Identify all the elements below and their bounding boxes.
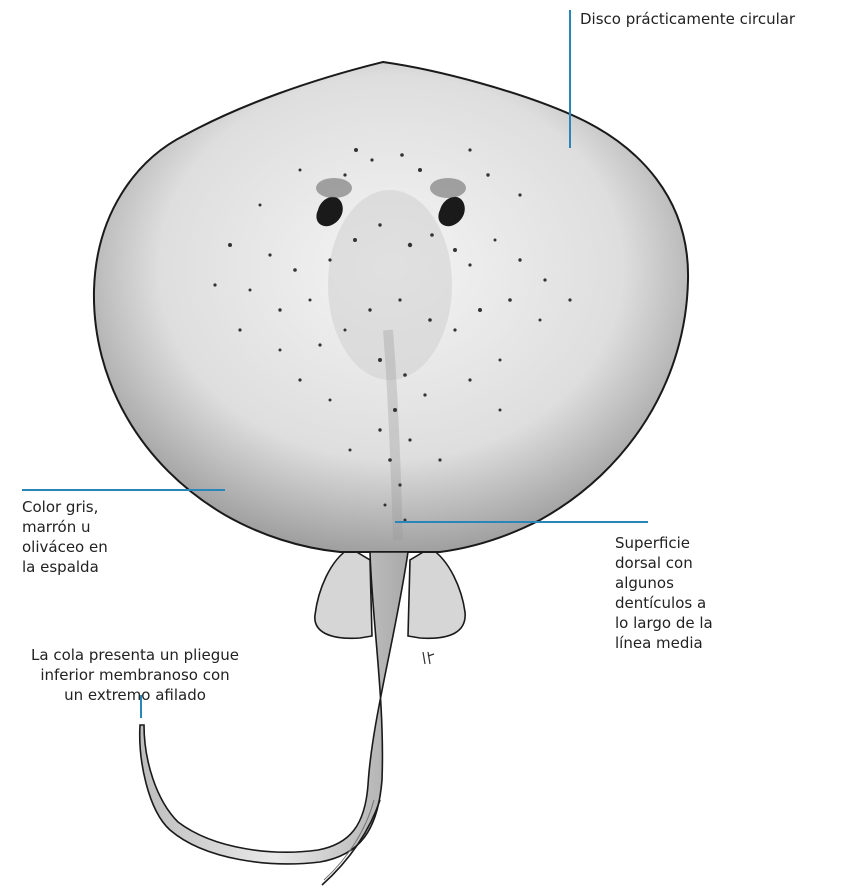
label-color: Color gris, marrón u oliváceo en la espa… bbox=[22, 497, 162, 577]
label-dorsal-surface: Superficie dorsal con algunos dentículos… bbox=[615, 533, 775, 653]
right-pelvic-fin bbox=[408, 548, 465, 638]
left-pelvic-fin bbox=[315, 548, 372, 638]
right-eye-shade bbox=[430, 178, 466, 198]
left-eye-shade bbox=[316, 178, 352, 198]
label-disc-shape: Disco prácticamente circular bbox=[580, 9, 795, 29]
artist-mark bbox=[423, 652, 434, 664]
label-tail: La cola presenta un pliegue inferior mem… bbox=[0, 645, 270, 705]
